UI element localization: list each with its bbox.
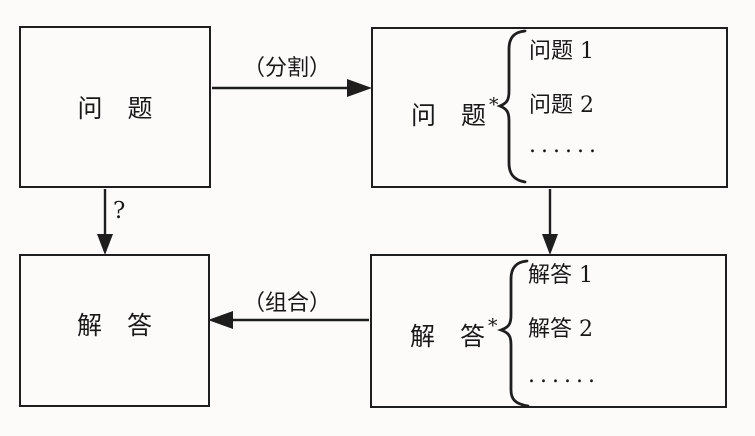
subproblems-asterisk: * <box>489 94 499 116</box>
subproblem-item: 问题 2 <box>529 93 594 118</box>
subanswer-ellipsis: ...... <box>528 363 600 388</box>
combine-arrow-label: （组合） <box>242 291 332 316</box>
subproblems-box: 问 题* 问题 1 问题 2 ...... <box>371 27 728 188</box>
problem-box: 问 题 <box>19 26 211 188</box>
question-mark-label: ? <box>113 198 126 224</box>
problem-label: 问 题 <box>77 94 153 123</box>
subproblem-ellipsis: ...... <box>529 133 601 158</box>
solve-down-arrow <box>542 189 558 255</box>
subanswers-asterisk: * <box>488 315 498 337</box>
subproblems-label: 问 题* <box>411 90 499 131</box>
subproblems-label-text: 问 题 <box>411 101 487 130</box>
question-arrow <box>97 189 113 255</box>
answer-box: 解 答 <box>19 254 210 407</box>
subanswers-box: 解 答* 解答 1 解答 2 ...... <box>370 254 727 408</box>
answer-label: 解 答 <box>76 310 152 340</box>
subanswer-item: 解答 2 <box>528 317 593 342</box>
subanswers-label-text: 解 答 <box>410 322 486 351</box>
subanswers-label: 解 答* <box>410 311 498 352</box>
subproblem-item: 问题 1 <box>529 39 594 64</box>
subanswer-item: 解答 1 <box>528 263 593 288</box>
divide-arrow-label: （分割） <box>242 56 332 81</box>
